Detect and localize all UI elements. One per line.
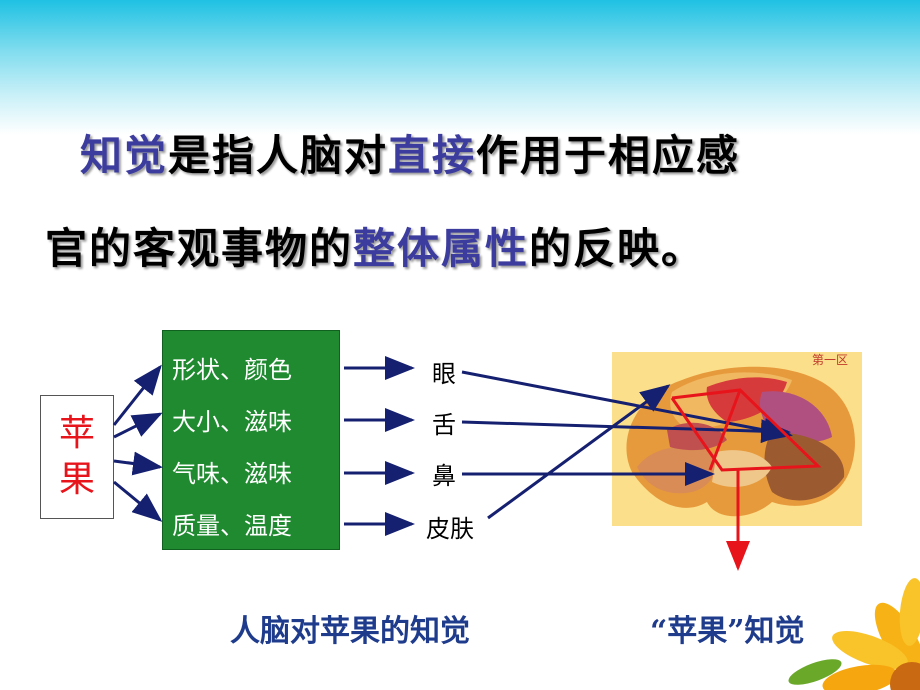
attribute-box	[162, 330, 340, 550]
apple-box: 苹 果	[40, 395, 114, 519]
attribute-smell-taste: 气味、滋味	[172, 460, 292, 488]
caption-left: 人脑对苹果的知觉	[230, 614, 470, 649]
sense-nose: 鼻	[432, 462, 456, 490]
sense-eye: 眼	[432, 360, 456, 388]
line1-segment-0: 知觉	[80, 131, 169, 180]
sense-tongue: 舌	[432, 411, 456, 439]
caption-right: “苹果”知觉	[650, 614, 805, 649]
attribute-mass-temperature: 质量、温度	[172, 512, 292, 540]
line1-segment-2: 直接	[388, 131, 477, 180]
line1-segment-1: 是指人脑对	[168, 131, 389, 180]
definition-line-1: 知觉是指人脑对直接作用于相应感	[80, 122, 920, 183]
arrow-apple-attr-2	[113, 412, 163, 439]
brain-label: 第一区	[812, 353, 848, 367]
attribute-size-taste: 大小、滋味	[172, 408, 292, 436]
brain-illustration: 第一区	[612, 352, 862, 526]
line2-segment-0: 官的客观事物的	[45, 224, 354, 273]
attribute-shape-color: 形状、颜色	[172, 356, 292, 384]
apple-char-1: 苹	[58, 413, 95, 454]
line2-segment-1: 整体属性	[353, 224, 530, 273]
flower-icon	[788, 578, 920, 690]
line2-segment-2: 的反映。	[529, 224, 706, 273]
arrow-apple-attr-4	[113, 480, 163, 522]
brain-icon: 第一区	[626, 352, 862, 517]
arrow-apple-attr-1	[112, 364, 162, 426]
definition-line-2: 官的客观事物的整体属性的反映。	[45, 215, 920, 276]
line1-segment-3: 作用于相应感	[476, 131, 741, 180]
arrow-apple-attr-3	[113, 451, 163, 476]
sense-skin: 皮肤	[426, 515, 474, 543]
apple-char-2: 果	[58, 459, 95, 500]
